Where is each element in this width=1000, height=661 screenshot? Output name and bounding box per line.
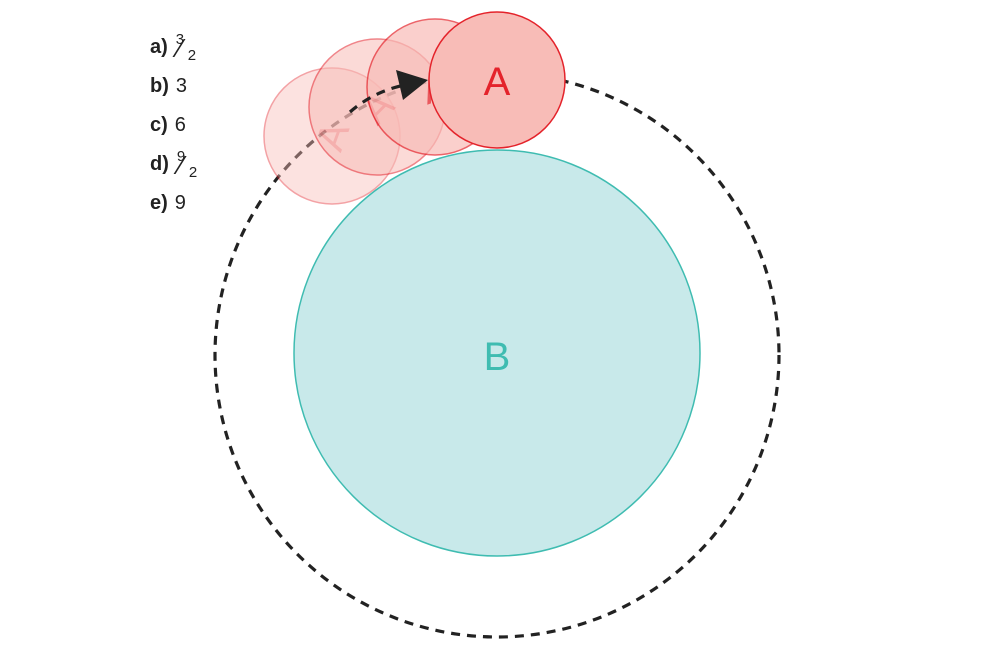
circle-a [428,11,566,149]
choice-b-key: b) [150,75,169,97]
choice-e: e) 9 [150,184,200,223]
choice-d: d) 9 ⁄ 2 [150,145,200,184]
choice-e-key: e) [150,192,168,214]
choice-d-numerator: 9 [176,147,186,165]
circle-a-label: A [484,60,511,104]
choice-b: b) 3 [150,67,200,106]
circle-b [293,149,701,557]
choice-a-key: a) [150,36,168,58]
choice-b-value: 3 [175,75,188,97]
choice-a-numerator: 3 [175,30,185,48]
motion-arrow [348,82,411,114]
arrow-head-icon [396,70,428,100]
choice-e-value: 9 [174,192,186,214]
choice-c-value: 6 [174,114,186,136]
choice-a: a) 3 ⁄ 2 [150,28,200,67]
choice-a-fraction: 3 ⁄ 2 [175,30,199,64]
choice-c: c) 6 [150,106,200,145]
circle-b-label: B [484,335,511,379]
fraction-slash: ⁄ [178,149,184,180]
answer-choices: a) 3 ⁄ 2 b) 3 c) 6 d) 9 ⁄ 2 e) 9 [150,28,200,223]
choice-a-denominator: 2 [187,46,197,64]
choice-c-key: c) [150,114,168,136]
choice-d-key: d) [150,153,169,175]
choice-d-denominator: 2 [188,163,198,181]
fraction-slash: ⁄ [177,32,183,63]
choice-d-fraction: 9 ⁄ 2 [176,147,200,181]
